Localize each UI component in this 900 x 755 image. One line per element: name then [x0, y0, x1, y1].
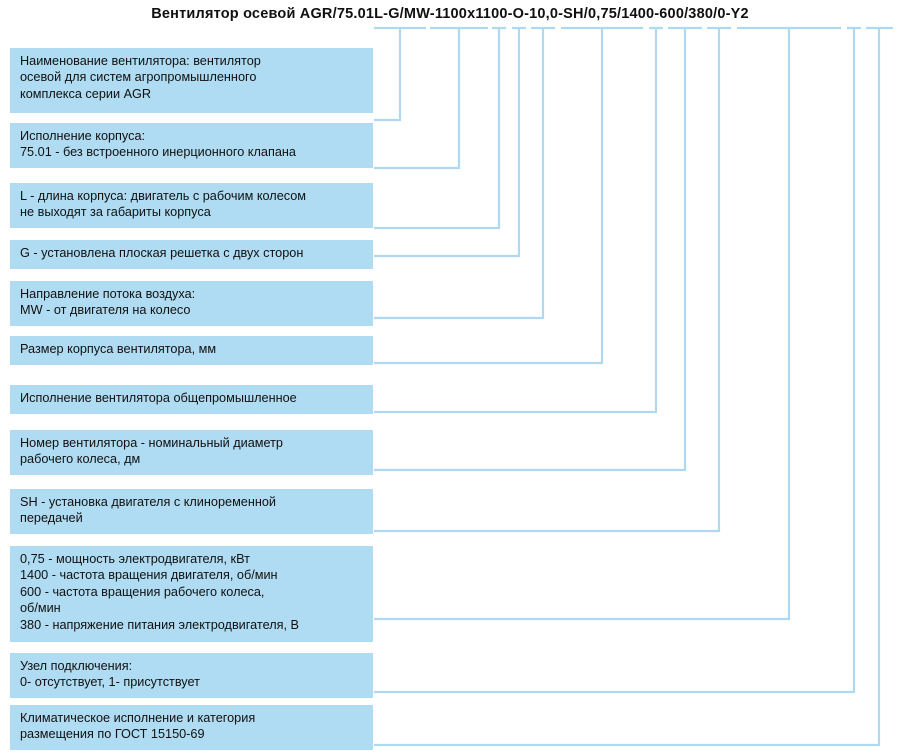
- page-title: Вентилятор осевой AGR/75.01L-G/MW-1100x1…: [151, 6, 749, 22]
- connector-7: [374, 26, 663, 414]
- decoder-box-name: Наименование вентилятора: вентилятор осе…: [10, 48, 373, 113]
- decoder-box-housing-length: L - длина корпуса: двигатель с рабочим к…: [10, 183, 373, 228]
- connector-12: [374, 26, 893, 747]
- decoder-box-connection-unit: Узел подключения: 0- отсутствует, 1- при…: [10, 653, 373, 698]
- decoder-box-fan-execution: Исполнение вентилятора общепромышленное: [10, 385, 373, 414]
- connector-8: [374, 26, 702, 472]
- connector-6: [374, 26, 643, 365]
- connector-4: [374, 26, 526, 258]
- decoder-box-grille: G - установлена плоская решетка с двух с…: [10, 240, 373, 269]
- decoder-box-housing-version: Исполнение корпуса: 75.01 - без встроенн…: [10, 123, 373, 168]
- decoder-box-fan-number: Номер вентилятора - номинальный диаметр …: [10, 430, 373, 475]
- decoder-box-air-flow-direction: Направление потока воздуха: MW - от двиг…: [10, 281, 373, 326]
- decoder-box-motor-mounting: SH - установка двигателя с клиноременной…: [10, 489, 373, 534]
- decoder-box-climatic-version: Климатическое исполнение и категория раз…: [10, 705, 373, 750]
- decoder-box-housing-size: Размер корпуса вентилятора, мм: [10, 336, 373, 365]
- connector-3: [374, 26, 506, 230]
- connector-1: [374, 26, 426, 122]
- decoder-box-motor-parameters: 0,75 - мощность электродвигателя, кВт 14…: [10, 546, 373, 642]
- connector-5: [374, 26, 555, 320]
- connector-11: [374, 26, 861, 694]
- connector-9: [374, 26, 731, 533]
- connector-2: [374, 26, 488, 170]
- connector-10: [374, 26, 841, 621]
